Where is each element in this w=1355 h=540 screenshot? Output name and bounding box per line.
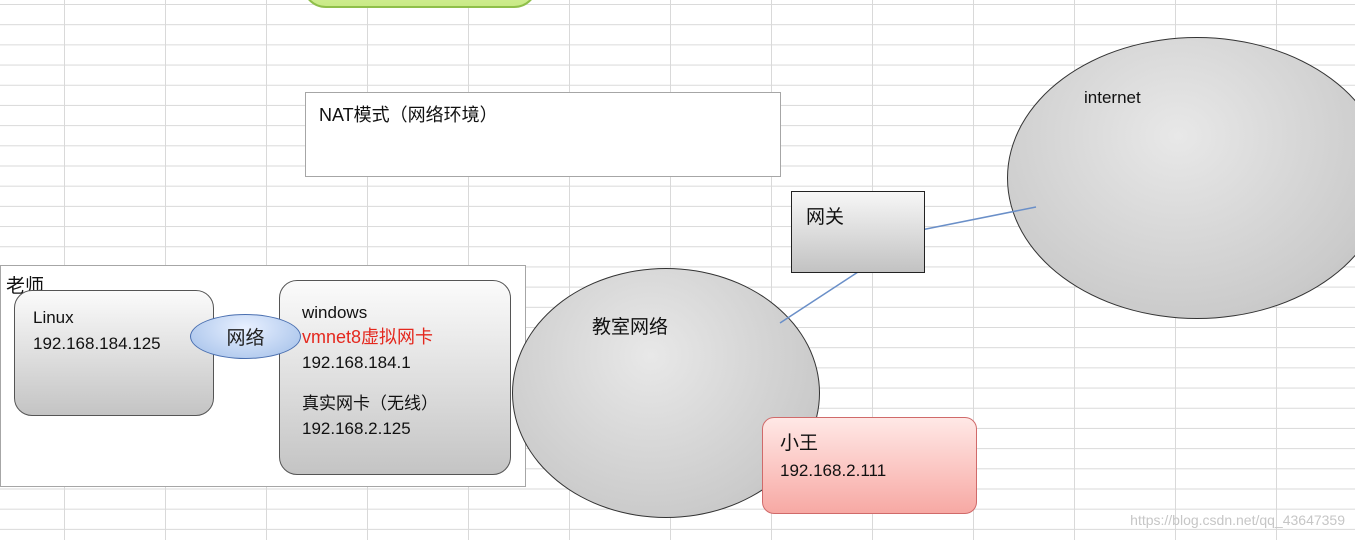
- watermark: https://blog.csdn.net/qq_43647359: [1130, 512, 1345, 528]
- xiaowang-node: 小王 192.168.2.111: [762, 417, 977, 514]
- linux-ip: 192.168.184.125: [33, 334, 161, 353]
- real-nic-label: 真实网卡（无线）: [302, 394, 438, 413]
- gateway-label: 网关: [806, 207, 845, 228]
- diagram-title-box: NAT模式（网络环境）: [305, 92, 781, 177]
- classroom-network-label: 教室网络: [592, 317, 669, 338]
- network-bridge-label: 网络: [226, 328, 265, 349]
- windows-node: windows vmnet8虚拟网卡 192.168.184.1 真实网卡（无线…: [279, 280, 511, 475]
- xiaowang-name: 小王: [780, 433, 819, 454]
- vmnet8-ip: 192.168.184.1: [302, 353, 411, 372]
- linux-node: Linux 192.168.184.125: [14, 290, 214, 416]
- vmnet8-label: vmnet8虚拟网卡: [302, 327, 434, 347]
- diagram-title: NAT模式（网络环境）: [319, 105, 498, 125]
- windows-name: windows: [302, 303, 368, 322]
- connector-classroom-gateway: [779, 271, 859, 324]
- real-nic-ip: 192.168.2.125: [302, 419, 411, 438]
- network-bridge-ellipse: 网络: [190, 314, 301, 359]
- internet-label: internet: [1084, 88, 1141, 107]
- xiaowang-ip: 192.168.2.111: [780, 461, 887, 480]
- internet-ellipse: [1007, 37, 1355, 319]
- linux-name: Linux: [33, 308, 74, 327]
- gateway-node: 网关: [791, 191, 925, 273]
